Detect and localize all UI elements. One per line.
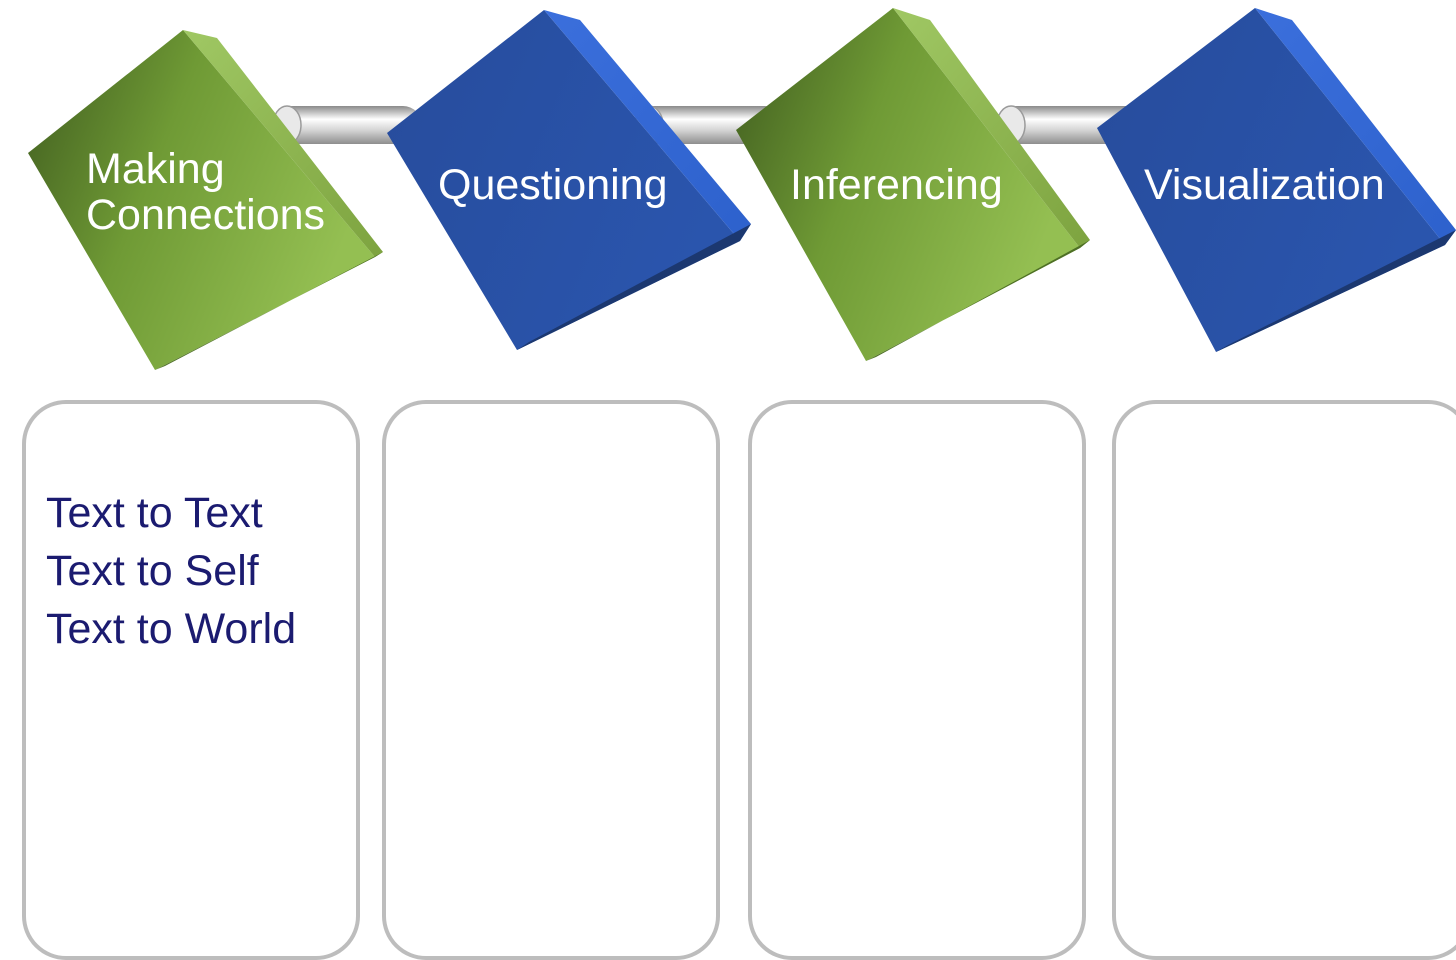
detail-card-questioning <box>382 400 720 960</box>
step-cube-2 <box>387 10 751 350</box>
detail-card-visualization <box>1112 400 1456 960</box>
step-cube-3 <box>736 8 1090 361</box>
step-label-line: Making <box>86 145 225 193</box>
step-label-line: Questioning <box>438 161 668 209</box>
step-label-inferencing: Inferencing <box>790 162 1003 208</box>
detail-list: Text to Text Text to Self Text to World <box>46 484 296 658</box>
detail-card-making-connections: Text to Text Text to Self Text to World <box>22 400 360 960</box>
detail-item: Text to Text <box>46 489 263 537</box>
step-cube-1 <box>28 30 383 370</box>
step-label-line: Inferencing <box>790 161 1003 209</box>
connector-pipe-1 <box>272 105 422 145</box>
step-cube-4 <box>1097 8 1456 352</box>
detail-item: Text to World <box>46 605 297 653</box>
step-label-line: Connections <box>86 191 326 239</box>
step-label-visualization: Visualization <box>1144 162 1385 208</box>
detail-item: Text to Self <box>46 547 259 595</box>
step-label-questioning: Questioning <box>438 162 668 208</box>
step-label-making-connections: Making Connections <box>86 146 325 238</box>
step-label-line: Visualization <box>1144 161 1385 209</box>
detail-card-inferencing <box>748 400 1086 960</box>
